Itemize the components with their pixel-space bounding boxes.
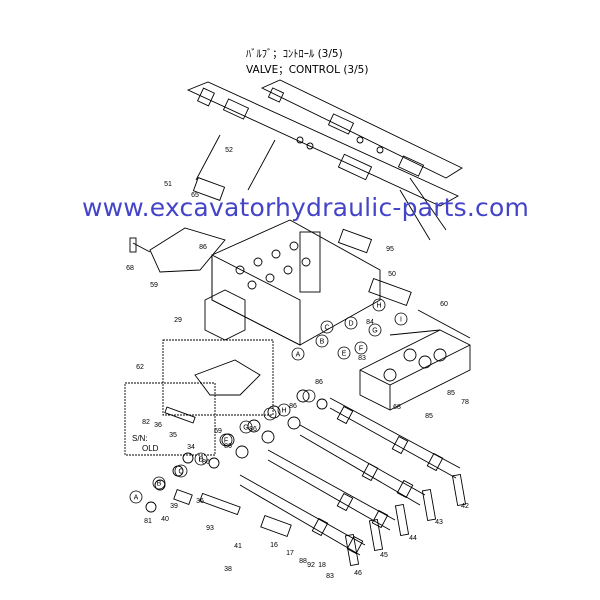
callout-86c: 86 — [289, 403, 297, 410]
sn-old-label: OLD — [142, 444, 159, 453]
callout-85b: 85 — [447, 390, 455, 397]
callout-65: 65 — [191, 192, 199, 199]
callout-86e: 86 — [224, 443, 232, 450]
callout-85a: 85 — [425, 413, 433, 420]
callout-41: 41 — [234, 543, 242, 550]
letter-marker-a2: A — [134, 495, 139, 502]
callout-29: 29 — [174, 317, 182, 324]
callout-50: 50 — [388, 271, 396, 278]
letter-marker-e1: E — [342, 351, 347, 358]
callout-86a: 86 — [199, 244, 207, 251]
callout-83: 83 — [358, 355, 366, 362]
letter-marker-g1: G — [372, 328, 377, 335]
lower-spool-rows — [239, 397, 467, 566]
callout-17: 17 — [286, 550, 294, 557]
letter-marker-g2: G — [243, 425, 248, 432]
diagram-title-en: VALVE；CONTROL (3/5) — [246, 64, 369, 76]
callout-86d: 86 — [249, 426, 257, 433]
letter-marker-e2: E — [199, 457, 204, 464]
callout-39: 39 — [170, 503, 178, 510]
sn-old-box — [124, 382, 216, 456]
callout-83b: 83 — [326, 573, 334, 580]
callout-68b: 68 — [393, 404, 401, 411]
callout-18: 18 — [318, 562, 326, 569]
letter-marker-a1: A — [296, 352, 301, 359]
callout-78: 78 — [461, 399, 469, 406]
callout-35: 35 — [169, 432, 177, 439]
callout-82: 82 — [142, 419, 150, 426]
letter-marker-b1: B — [320, 339, 325, 346]
callout-45: 45 — [380, 552, 388, 559]
callout-84: 84 — [366, 319, 374, 326]
callout-88: 88 — [299, 558, 307, 565]
callout-62: 62 — [136, 364, 144, 371]
callout-44: 44 — [409, 535, 417, 542]
letter-marker-d1: D — [348, 321, 353, 328]
letter-marker-f1: F — [359, 346, 363, 353]
sn-label: S/N: — [132, 434, 148, 443]
letter-marker-h1: H — [376, 303, 381, 310]
cover-block-60 — [359, 329, 471, 411]
callout-60: 60 — [440, 301, 448, 308]
letter-marker-f2: F — [224, 438, 228, 445]
callout-86f: 86 — [202, 459, 210, 466]
letter-marker-i2: I — [308, 394, 310, 401]
callout-81: 81 — [144, 518, 152, 525]
callout-42: 42 — [461, 503, 469, 510]
callout-92: 92 — [307, 562, 315, 569]
callout-46: 46 — [354, 570, 362, 577]
letter-marker-c2: C — [178, 469, 183, 476]
callout-36b: 36 — [196, 498, 204, 505]
letter-marker-h2: H — [281, 408, 286, 415]
callout-68: 68 — [126, 265, 134, 272]
upper-spool-assembly — [186, 79, 463, 207]
bracket-59 — [149, 227, 226, 273]
diagram-title-jp: ﾊﾞﾙﾌﾞ；ｺﾝﾄﾛｰﾙ (3/5) — [246, 48, 343, 60]
callout-40: 40 — [161, 516, 169, 523]
callout-43: 43 — [435, 519, 443, 526]
callout-59: 59 — [150, 282, 158, 289]
callout-36a: 36 — [154, 422, 162, 429]
callout-16: 16 — [270, 542, 278, 549]
callout-86b: 86 — [315, 379, 323, 386]
subassembly-box-62 — [162, 339, 274, 416]
letter-marker-b2: B — [157, 481, 162, 488]
watermark-text: www.excavatorhydraulic-parts.com — [82, 193, 530, 222]
callout-34: 34 — [187, 444, 195, 451]
callout-69: 69 — [214, 428, 222, 435]
callout-52: 52 — [225, 147, 233, 154]
callout-95: 95 — [386, 246, 394, 253]
main-valve-body — [204, 219, 381, 346]
letter-marker-d2: D — [198, 457, 203, 464]
callout-93: 93 — [206, 525, 214, 532]
letter-marker-c1: C — [324, 325, 329, 332]
callout-51: 51 — [164, 181, 172, 188]
letter-marker-i1: I — [400, 317, 402, 324]
callout-38: 38 — [224, 566, 232, 573]
